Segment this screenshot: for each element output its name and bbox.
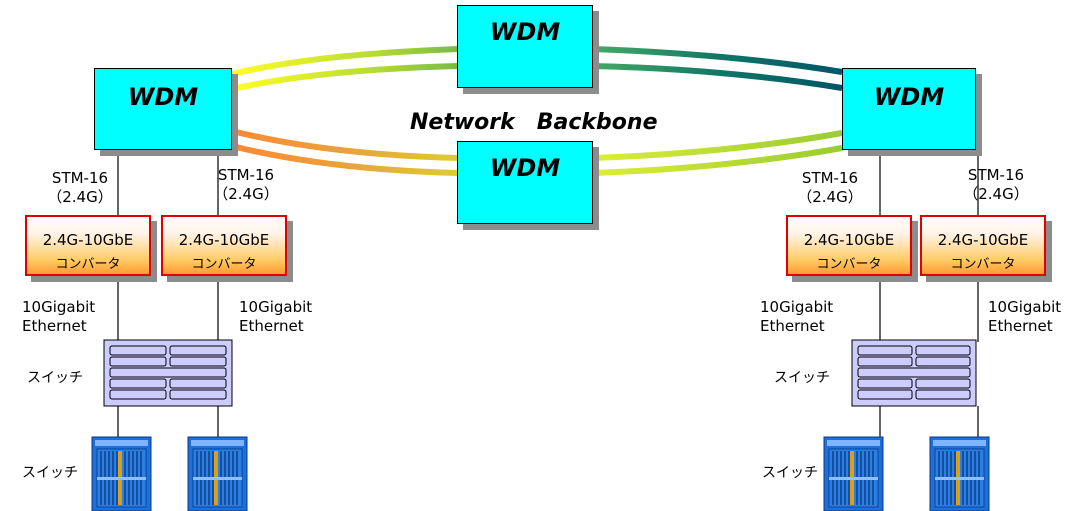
wdm-label: WDM: [489, 154, 561, 182]
wdm-box-bottom: WDM: [457, 141, 593, 224]
ethernet-label: 10Gigabit Ethernet: [988, 298, 1061, 336]
chassis-switch: [91, 436, 152, 511]
converter-box: 2.4G-10GbE コンバータ: [161, 215, 287, 276]
converter-box: 2.4G-10GbE コンバータ: [920, 215, 1046, 276]
fiber-top-left: [231, 63, 459, 92]
chassis-switch: [187, 436, 248, 511]
fiber-bottom-right: [592, 130, 843, 161]
fiber-top-left: [231, 46, 459, 77]
links: [117, 150, 979, 437]
ethernet-label-line2: Ethernet: [239, 317, 304, 335]
ethernet-label-line1: 10Gigabit: [988, 298, 1062, 316]
backbone-label: Network Backbone: [410, 110, 658, 135]
switch-unit-right: [851, 339, 977, 407]
stm-label-line2: （2.4G）: [963, 185, 1029, 203]
converter-label: 2.4G-10GbE: [937, 231, 1029, 249]
fiber-bottom-left: [231, 143, 459, 176]
ethernet-label: 10Gigabit Ethernet: [239, 298, 312, 336]
switch-unit-left: [103, 339, 233, 407]
fiber-bottom-right: [592, 145, 843, 176]
stm-label-line1: STM-16: [217, 166, 275, 184]
stm-label-line2: （2.4G）: [47, 188, 113, 206]
ethernet-label-line1: 10Gigabit: [239, 298, 313, 316]
converter-sublabel: コンバータ: [816, 257, 882, 272]
converter-sublabel: コンバータ: [950, 257, 1016, 272]
ethernet-label-line1: 10Gigabit: [760, 298, 834, 316]
stm-label-line1: STM-16: [801, 169, 859, 187]
fiber-bottom-left: [231, 128, 459, 161]
wdm-label: WDM: [873, 83, 945, 111]
stm-label-line2: （2.4G）: [797, 188, 863, 206]
converter-sublabel: コンバータ: [191, 257, 257, 272]
chassis-switch: [823, 436, 884, 511]
ethernet-label-line2: Ethernet: [760, 317, 825, 335]
stm-label-line1: STM-16: [967, 166, 1025, 184]
converter-box: 2.4G-10GbE コンバータ: [25, 215, 151, 276]
ethernet-label: 10Gigabit Ethernet: [760, 298, 833, 336]
wdm-box-top: WDM: [457, 5, 593, 88]
backbone-ring: [231, 46, 843, 176]
ethernet-label: 10Gigabit Ethernet: [22, 298, 95, 336]
ethernet-label-line2: Ethernet: [988, 317, 1053, 335]
wdm-box-right: WDM: [842, 68, 976, 150]
switch-label: スイッチ: [762, 465, 818, 481]
converter-label: 2.4G-10GbE: [803, 231, 895, 249]
switch-label: スイッチ: [27, 370, 83, 386]
fiber-top-right: [592, 63, 843, 91]
stm-label: STM-16 （2.4G）: [956, 166, 1036, 204]
stm-label: STM-16 （2.4G）: [790, 169, 870, 207]
ethernet-label-line2: Ethernet: [22, 317, 87, 335]
wdm-box-left: WDM: [94, 68, 232, 150]
wdm-label: WDM: [489, 18, 561, 46]
stm-label-line2: （2.4G）: [213, 185, 279, 203]
converter-label: 2.4G-10GbE: [178, 231, 270, 249]
stm-label: STM-16 （2.4G）: [40, 169, 120, 207]
stm-label-line1: STM-16: [51, 169, 109, 187]
converter-label: 2.4G-10GbE: [42, 231, 134, 249]
chassis-switch: [929, 436, 990, 511]
fiber-top-right: [592, 46, 843, 75]
ethernet-label-line1: 10Gigabit: [22, 298, 96, 316]
converter-box: 2.4G-10GbE コンバータ: [786, 215, 912, 276]
wdm-label: WDM: [127, 83, 199, 111]
stm-label: STM-16 （2.4G）: [206, 166, 286, 204]
switch-label: スイッチ: [774, 370, 830, 386]
converter-sublabel: コンバータ: [55, 257, 121, 272]
switch-label: スイッチ: [22, 465, 78, 481]
